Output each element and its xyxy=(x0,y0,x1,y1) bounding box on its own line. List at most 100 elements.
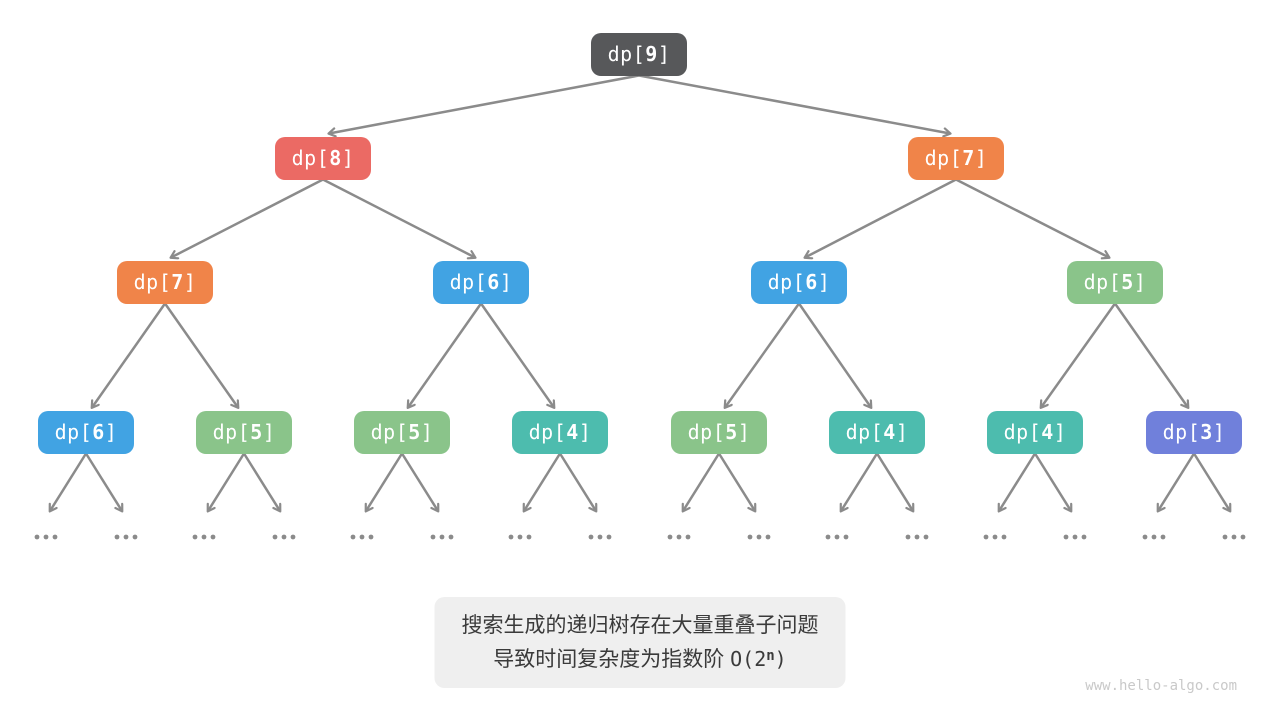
ellipsis-dot xyxy=(517,534,523,540)
ellipsis xyxy=(588,534,612,540)
ellipsis-dot xyxy=(132,534,138,540)
ellipsis-dot xyxy=(1240,534,1246,540)
ellipsis-dot xyxy=(676,534,682,540)
ellipsis xyxy=(667,534,691,540)
ellipsis xyxy=(905,534,929,540)
ellipsis-dot xyxy=(756,534,762,540)
tree-node-dp-4: dp[4] xyxy=(829,410,925,454)
edge-arrow xyxy=(955,178,1109,258)
ellipsis xyxy=(1142,534,1166,540)
edge-arrow xyxy=(329,74,640,134)
edge-arrow xyxy=(84,452,122,512)
ellipsis-dot xyxy=(368,534,374,540)
ellipsis-dot xyxy=(114,534,120,540)
caption-line1: 搜索生成的递归树存在大量重叠子问题 xyxy=(461,614,819,637)
ellipsis-dot xyxy=(430,534,436,540)
tree-node-dp-5: dp[5] xyxy=(671,410,767,454)
ellipsis xyxy=(430,534,454,540)
ellipsis xyxy=(825,534,849,540)
ellipsis-dots xyxy=(34,534,1246,540)
ellipsis-dot xyxy=(747,534,753,540)
tree-node-dp-6: dp[6] xyxy=(38,410,134,454)
ellipsis-dot xyxy=(597,534,603,540)
edge-arrow xyxy=(171,178,324,258)
edge-arrow xyxy=(242,452,280,512)
edge-arrow xyxy=(797,302,871,408)
ellipsis-dot xyxy=(508,534,514,540)
edge-arrow xyxy=(524,452,562,512)
ellipsis-dot xyxy=(923,534,929,540)
ellipsis xyxy=(272,534,296,540)
caption-line2: 导致时间复杂度为指数阶 O(2n) xyxy=(462,641,819,675)
tree-node-dp-4: dp[4] xyxy=(987,410,1083,454)
ellipsis-dot xyxy=(588,534,594,540)
edge-arrow xyxy=(875,452,913,512)
ellipsis-dot xyxy=(52,534,58,540)
ellipsis-dot xyxy=(1222,534,1228,540)
edge-arrow xyxy=(683,452,721,512)
ellipsis-dot xyxy=(1142,534,1148,540)
caption-line2-text: 导致时间复杂度为指数阶 xyxy=(493,648,731,671)
ellipsis-dot xyxy=(983,534,989,540)
ellipsis-dot xyxy=(685,534,691,540)
ellipsis-dot xyxy=(290,534,296,540)
ellipsis-dot xyxy=(843,534,849,540)
ellipsis-dot xyxy=(281,534,287,540)
edge-arrow xyxy=(1033,452,1071,512)
ellipsis-dot xyxy=(448,534,454,540)
ellipsis-dot xyxy=(439,534,445,540)
ellipsis-dot xyxy=(34,534,40,540)
ellipsis-dot xyxy=(905,534,911,540)
ellipsis-dot xyxy=(992,534,998,540)
edge-arrow xyxy=(805,178,957,258)
ellipsis xyxy=(114,534,138,540)
tree-node-dp-9: dp[9] xyxy=(591,32,687,76)
tree-node-dp-5: dp[5] xyxy=(1067,260,1163,304)
ellipsis-dot xyxy=(123,534,129,540)
ellipsis-dot xyxy=(606,534,612,540)
ellipsis xyxy=(350,534,374,540)
ellipsis xyxy=(192,534,216,540)
edge-arrow xyxy=(1192,452,1230,512)
ellipsis-dot xyxy=(1081,534,1087,540)
ellipsis-dot xyxy=(765,534,771,540)
ellipsis-dot xyxy=(359,534,365,540)
ellipsis xyxy=(983,534,1007,540)
ellipsis-dot xyxy=(526,534,532,540)
ellipsis xyxy=(508,534,532,540)
ellipsis xyxy=(1063,534,1087,540)
edge-arrow xyxy=(322,178,475,258)
ellipsis-dot xyxy=(272,534,278,540)
edge-arrow xyxy=(208,452,246,512)
edge-arrow xyxy=(366,452,404,512)
edge-arrow xyxy=(479,302,554,408)
tree-node-dp-4: dp[4] xyxy=(512,410,608,454)
tree-node-dp-6: dp[6] xyxy=(433,260,529,304)
edge-arrow xyxy=(163,302,238,408)
edge-arrow xyxy=(50,452,88,512)
ellipsis-dot xyxy=(1072,534,1078,540)
edge-arrow xyxy=(558,452,596,512)
edge-arrow xyxy=(1158,452,1196,512)
ellipsis-dot xyxy=(1151,534,1157,540)
edge-arrow xyxy=(92,302,167,408)
edge-arrow xyxy=(408,302,483,408)
edge-arrow xyxy=(717,452,755,512)
ellipsis-dot xyxy=(1001,534,1007,540)
ellipsis xyxy=(34,534,58,540)
watermark: www.hello-algo.com xyxy=(1085,678,1237,694)
edge-lines xyxy=(50,74,1230,512)
edge-arrow xyxy=(1041,302,1117,408)
ellipsis-dot xyxy=(43,534,49,540)
tree-node-dp-5: dp[5] xyxy=(354,410,450,454)
ellipsis-dot xyxy=(201,534,207,540)
tree-node-dp-7: dp[7] xyxy=(908,136,1004,180)
edge-arrow xyxy=(999,452,1037,512)
caption-box: 搜索生成的递归树存在大量重叠子问题 导致时间复杂度为指数阶 O(2n) xyxy=(434,597,846,688)
tree-node-dp-7: dp[7] xyxy=(117,260,213,304)
ellipsis-dot xyxy=(667,534,673,540)
edge-arrow xyxy=(725,302,801,408)
tree-node-dp-5: dp[5] xyxy=(196,410,292,454)
tree-node-dp-6: dp[6] xyxy=(751,260,847,304)
